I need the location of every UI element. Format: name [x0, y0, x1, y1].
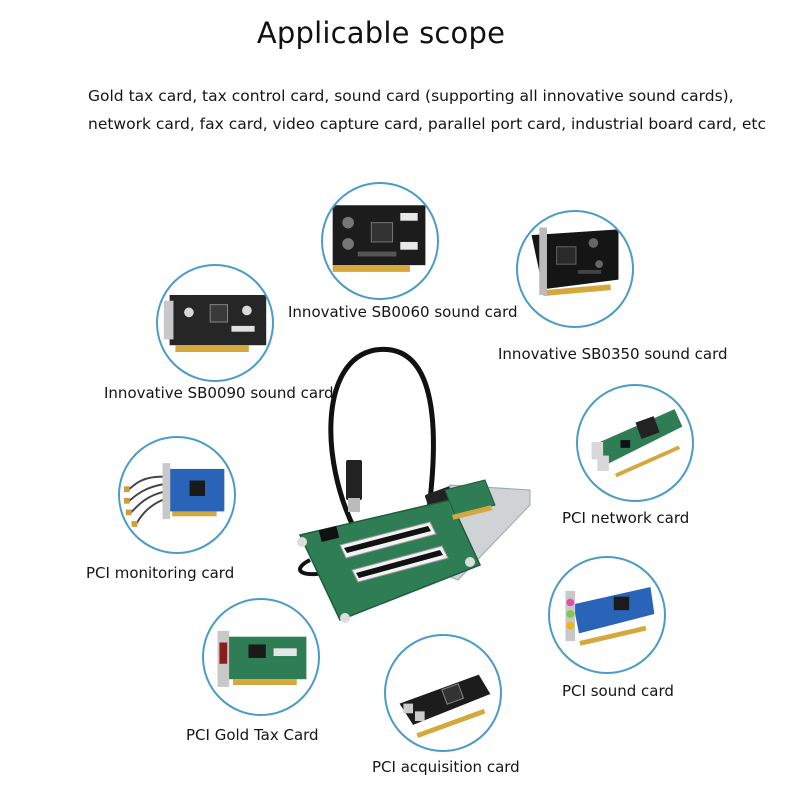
- pci-gold-tax-card-image: [202, 598, 320, 716]
- label-pci-acquisition: PCI acquisition card: [372, 758, 520, 776]
- label-pci-gold-tax: PCI Gold Tax Card: [186, 726, 319, 744]
- pci-acquisition-card-image: [384, 634, 502, 752]
- description-line-1: Gold tax card, tax control card, sound c…: [88, 87, 734, 105]
- description-line-2: network card, fax card, video capture ca…: [88, 115, 766, 133]
- applicable-scope-description: Gold tax card, tax control card, sound c…: [88, 82, 788, 138]
- sb0090-sound-card-image: [156, 264, 274, 382]
- pci-network-card-image: [576, 384, 694, 502]
- label-pci-sound: PCI sound card: [562, 682, 674, 700]
- label-pci-monitoring: PCI monitoring card: [86, 564, 235, 582]
- pci-sound-card-image: [548, 556, 666, 674]
- pcie-to-pci-adapter-image: [280, 330, 550, 630]
- pci-monitoring-card-image: [118, 436, 236, 554]
- label-sb0350: Innovative SB0350 sound card: [498, 345, 728, 363]
- sb0350-sound-card-image: [516, 210, 634, 328]
- sb0060-sound-card-image: [321, 182, 439, 300]
- label-sb0090: Innovative SB0090 sound card: [104, 384, 334, 402]
- label-pci-network: PCI network card: [562, 509, 690, 527]
- page-title: Applicable scope: [256, 16, 506, 50]
- label-sb0060: Innovative SB0060 sound card: [288, 303, 518, 321]
